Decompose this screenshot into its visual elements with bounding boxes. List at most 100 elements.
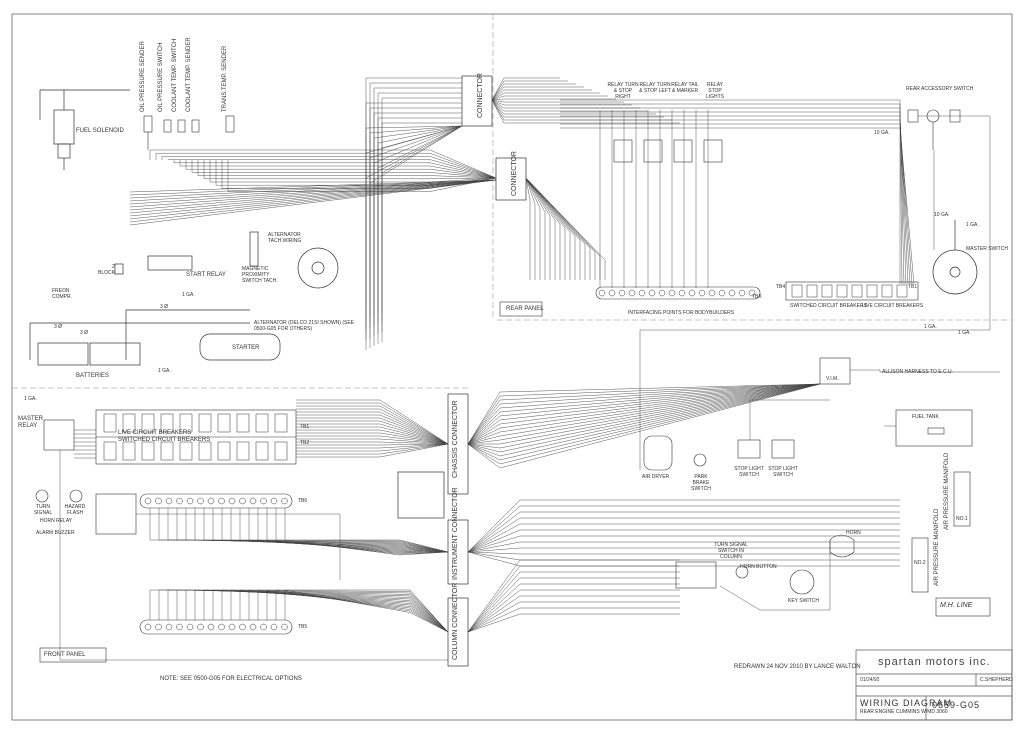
front-tb6-label: TB6 xyxy=(298,498,308,504)
front-breaker xyxy=(103,441,117,461)
wire xyxy=(296,402,449,445)
sensor-label-4: COOLANT TEMP. SENDER xyxy=(186,37,192,112)
wire xyxy=(525,177,566,280)
wire xyxy=(525,177,561,280)
sensor-symbols xyxy=(143,115,235,150)
tbx-terminal xyxy=(708,289,716,297)
tb5-terminal xyxy=(218,623,225,631)
front-breaker xyxy=(217,441,231,461)
relay-label-2: RELAY TURN & STOP LEFT xyxy=(639,82,671,94)
tb5-terminal xyxy=(197,623,204,631)
tb5-terminal xyxy=(249,623,257,631)
tb5-terminal xyxy=(260,623,267,631)
horn-button-label: HORN BUTTON xyxy=(740,564,777,570)
wire xyxy=(467,523,900,553)
wire xyxy=(467,383,821,445)
drawn-by: C.SHEPHERD xyxy=(980,677,1013,683)
rear-breaker xyxy=(836,284,848,298)
wire xyxy=(467,383,821,445)
tbx-terminal xyxy=(608,289,616,297)
wire xyxy=(467,383,821,445)
wire xyxy=(467,535,900,553)
wire-gauge-3c: 3 Ø xyxy=(160,304,169,310)
rear-breaker xyxy=(791,284,803,298)
wire xyxy=(266,589,449,633)
wire xyxy=(468,383,821,445)
tb5-terminal xyxy=(281,623,288,631)
wire xyxy=(381,125,463,322)
wire xyxy=(639,115,991,470)
tb5-terminal xyxy=(239,623,246,631)
rear-breaker xyxy=(866,284,878,298)
wire xyxy=(155,152,497,179)
front-breaker-blocks xyxy=(95,409,297,635)
wire xyxy=(491,99,656,115)
tb6-terminal xyxy=(281,497,288,505)
sensor-label-3: COOLANT TEMP. SWITCH xyxy=(172,38,178,112)
column-connector-label: COLUMN CONNECTOR xyxy=(452,582,459,660)
fuel-tank-label: FUEL TANK xyxy=(912,414,939,420)
wire-gauge-1c: 1 GA. xyxy=(24,396,37,402)
rear-tbx-label: TBX xyxy=(752,294,762,300)
batteries-label: BATTERIES xyxy=(76,373,109,379)
front-breaker xyxy=(122,441,136,461)
wire xyxy=(179,160,497,179)
alternator-note: ALTERNATOR (DELCO 21SI SHOWN) (SEE 0500-… xyxy=(254,320,355,332)
fuel-solenoid-label: FUEL SOLENOID xyxy=(76,128,124,134)
drawing-number: 0659-G05 xyxy=(932,700,981,710)
front-breakers xyxy=(103,413,288,461)
air-pressure-2-label: AIR PRESSURE MANIFOLD xyxy=(934,508,940,586)
wire xyxy=(296,438,449,445)
horn-relay-label: HORN RELAY xyxy=(40,518,73,524)
allison-label: ALLISON HARNESS TO E.C.U. xyxy=(882,369,953,375)
relays-symbols xyxy=(613,139,723,163)
wire xyxy=(467,383,821,445)
wire xyxy=(296,443,449,458)
front-breaker xyxy=(255,441,269,461)
wire-gauge-3a: 3 Ø xyxy=(54,324,63,330)
master-relay-label: MASTER RELAY xyxy=(18,416,44,429)
front-breaker xyxy=(217,413,231,433)
wire xyxy=(467,383,821,457)
sheet-border xyxy=(11,13,1013,721)
wire xyxy=(491,95,608,101)
no1-label: NO.1 xyxy=(956,516,968,522)
wire xyxy=(491,99,632,106)
master-switch-label: MASTER SWITCH xyxy=(966,246,1008,252)
tb6-terminal xyxy=(155,497,162,505)
title-block xyxy=(855,649,1013,721)
starter-alternator xyxy=(114,231,339,361)
mh-line-label: M.H. LINE xyxy=(940,602,973,609)
wire xyxy=(373,125,463,326)
horn-label: HORN xyxy=(846,530,861,536)
wire xyxy=(467,559,680,633)
magnetic-switch-label: MAGNETIC PROXIMITY SWITCH TACH. xyxy=(242,266,278,284)
interfacing-label: INTERFACING POINTS FOR BODYBUILDERS xyxy=(628,310,735,316)
wire xyxy=(136,513,341,580)
wire xyxy=(525,177,551,280)
tbx-terminal xyxy=(658,289,666,297)
tbx-terminal xyxy=(728,289,736,297)
wire xyxy=(284,508,449,556)
tb6-terminals xyxy=(144,497,288,505)
sensor-label-2: OIL PRESSURE SWITCH xyxy=(158,42,164,112)
tbx-terminal xyxy=(628,289,636,297)
front-breaker xyxy=(160,441,174,461)
rear-panel-box xyxy=(499,301,543,317)
wire xyxy=(185,589,449,633)
rear-breaker xyxy=(806,284,818,298)
wire xyxy=(467,541,900,553)
wire xyxy=(467,383,821,449)
tbx-terminal xyxy=(678,289,686,297)
park-brake-label: PARK BRAKE SWITCH xyxy=(691,474,711,492)
wire xyxy=(185,160,497,179)
wire xyxy=(296,435,449,445)
wire-gauge-1d: 1 GA. xyxy=(966,222,979,228)
sensor-label-5: TRANS.TEMP. SENDER xyxy=(222,45,228,112)
wire xyxy=(491,99,648,112)
front-panel-label: FRONT PANEL xyxy=(44,652,86,658)
rear-tb1-label: TB1 xyxy=(908,284,918,290)
wire xyxy=(129,179,497,226)
front-live-cb-label: LIVE CIRCUIT BREAKERS xyxy=(118,430,192,436)
